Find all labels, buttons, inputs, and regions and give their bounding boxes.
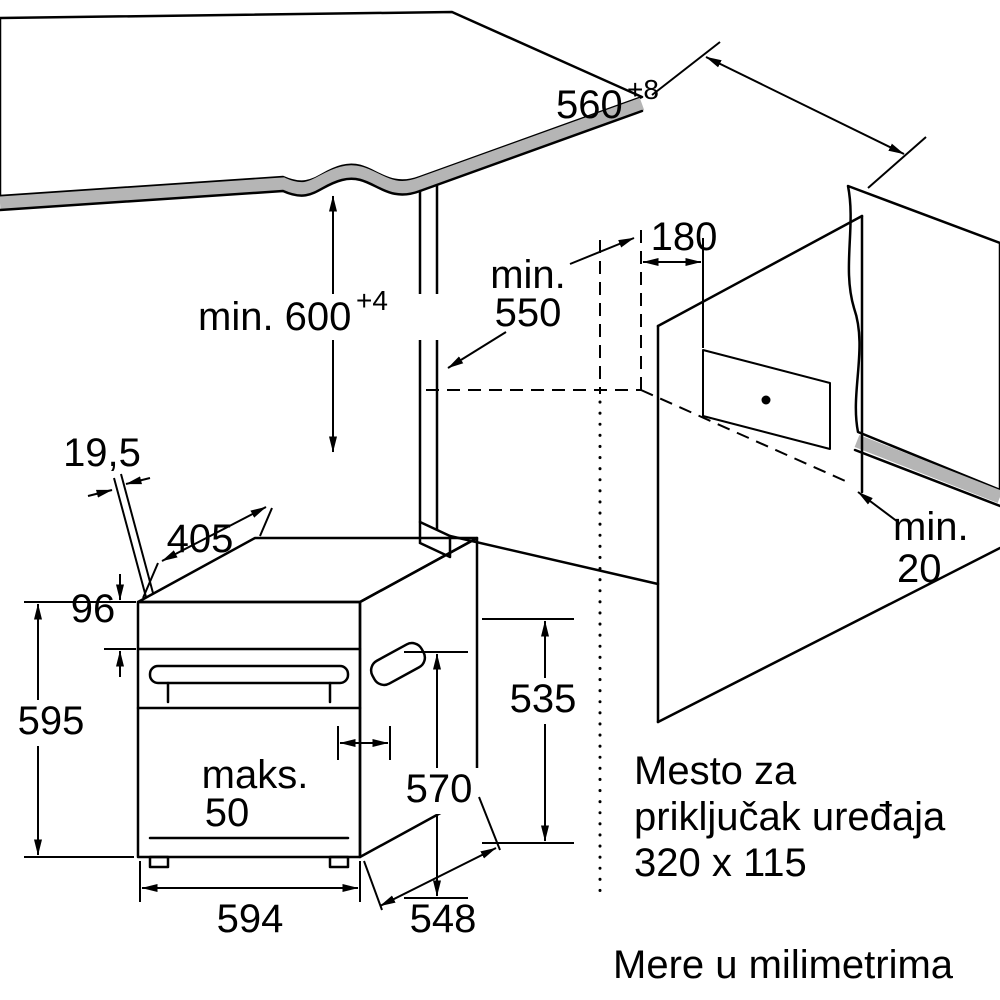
oven-foot-right xyxy=(328,855,350,869)
worktop-edge-bottom-line xyxy=(0,109,644,212)
dim-oven-depth-label: 548 xyxy=(410,897,477,941)
dim-oven-width: 594 xyxy=(139,861,361,941)
oven-foot-left xyxy=(148,855,170,869)
dim-oven-height-label-bg xyxy=(6,700,96,746)
dim-front-frame: 19,5 xyxy=(63,431,154,598)
worktop-right-edge-bottom-line xyxy=(853,448,1000,508)
dim-front-height-label: 570 xyxy=(406,767,473,811)
connection-point-dot xyxy=(761,395,771,405)
worktop-surface xyxy=(0,10,644,198)
dim-niche-width-ext-left xyxy=(651,41,721,96)
dim-front-frame-arrow-right xyxy=(125,476,151,485)
dim-handle-label: maks. xyxy=(202,753,309,797)
dim-connection-offset-label: 180 xyxy=(651,215,718,259)
oven-handle-bar xyxy=(148,664,350,685)
dim-niche-depth-value: 550 xyxy=(495,291,562,335)
dim-oven-depth-ext xyxy=(363,796,501,911)
connection-note-line1: Mesto za xyxy=(634,749,797,793)
dim-niche-width: 560 +8 xyxy=(556,41,927,189)
worktop-right-edge-band xyxy=(854,434,1000,504)
dim-niche-width-ext-right xyxy=(867,136,927,189)
dim-front-height: 570 xyxy=(396,651,482,899)
dim-oven-depth: 548 xyxy=(363,796,501,941)
side-wall-top-edge xyxy=(656,214,864,328)
connection-note: Mesto za priključak uređaja 320 x 115 xyxy=(634,749,946,885)
dim-handle-value: 50 xyxy=(205,791,250,835)
dim-connection-offset: 180 xyxy=(642,215,718,348)
dim-front-height-label-bg xyxy=(396,768,482,814)
dim-handle-protrusion: maks. 50 xyxy=(202,726,391,835)
dim-oven-width-ext xyxy=(139,861,361,902)
niche-hidden-floor-right xyxy=(640,389,853,485)
dim-handle-ticks xyxy=(337,726,391,760)
side-wall xyxy=(656,214,1000,724)
dim-oven-depth-arrow xyxy=(379,847,497,907)
dim-niche-depth-leader-back xyxy=(569,237,635,265)
oven-front-face xyxy=(136,600,362,859)
dim-niche-depth-label-min: min. xyxy=(490,253,566,297)
connection-note-line2: priključak uređaja xyxy=(634,795,946,839)
dim-oven-height-ext xyxy=(24,601,134,858)
dim-niche-height-label-bg xyxy=(192,294,444,340)
oven xyxy=(136,536,479,869)
dim-top-depth-arrow xyxy=(161,506,267,562)
oven-handle-mounts xyxy=(166,681,332,704)
dim-panel-height-label: 96 xyxy=(71,587,116,631)
oven-side-grip xyxy=(369,641,427,687)
connection-note-size: 320 x 115 xyxy=(634,841,807,885)
dim-niche-width-tolerance: +8 xyxy=(627,74,659,105)
dim-rear-height-ext xyxy=(482,618,574,844)
worktop-edge-band xyxy=(0,97,645,210)
dim-niche-height-tolerance: +4 xyxy=(356,285,388,316)
niche-floor-slab xyxy=(418,520,452,559)
dim-oven-height-label: 595 xyxy=(18,699,85,743)
dim-oven-width-label: 594 xyxy=(217,897,284,941)
dim-niche-width-label: 560 xyxy=(556,83,623,127)
dim-niche-depth: min. 550 xyxy=(447,237,635,369)
dim-front-frame-label: 19,5 xyxy=(63,431,141,475)
dim-panel-height: 96 xyxy=(71,574,136,677)
niche-floor-edge xyxy=(448,534,660,586)
connection-zone-hatch xyxy=(702,349,831,450)
dim-rear-height: 535 xyxy=(482,618,586,844)
units-note: Mere u milimetrima xyxy=(613,943,954,987)
dim-rear-height-label: 535 xyxy=(510,677,577,721)
dim-niche-height-label: min. 600 xyxy=(198,295,351,339)
dim-rear-height-label-bg xyxy=(500,678,586,724)
dim-top-depth-label: 405 xyxy=(167,517,234,561)
worktop-right-surface xyxy=(846,184,1000,492)
dim-front-frame-ext xyxy=(113,473,154,598)
dim-rear-gap: min. 20 xyxy=(857,491,969,591)
dim-oven-height: 595 xyxy=(6,601,134,858)
dim-front-frame-arrow-left xyxy=(87,489,113,498)
worktop-right xyxy=(846,184,1000,508)
side-wall-bottom-edge xyxy=(656,546,1000,724)
dim-rear-gap-label-min: min. xyxy=(893,505,969,549)
dim-rear-gap-leader xyxy=(857,491,899,523)
dim-niche-width-arrow xyxy=(705,56,905,155)
niche-cabinet xyxy=(418,184,853,902)
dim-niche-height: min. 600 +4 xyxy=(192,195,444,453)
dim-rear-gap-value: 20 xyxy=(897,547,942,591)
dim-niche-depth-leader-front xyxy=(447,331,507,369)
worktop-left xyxy=(0,10,645,212)
dim-top-depth: 405 xyxy=(142,506,273,599)
